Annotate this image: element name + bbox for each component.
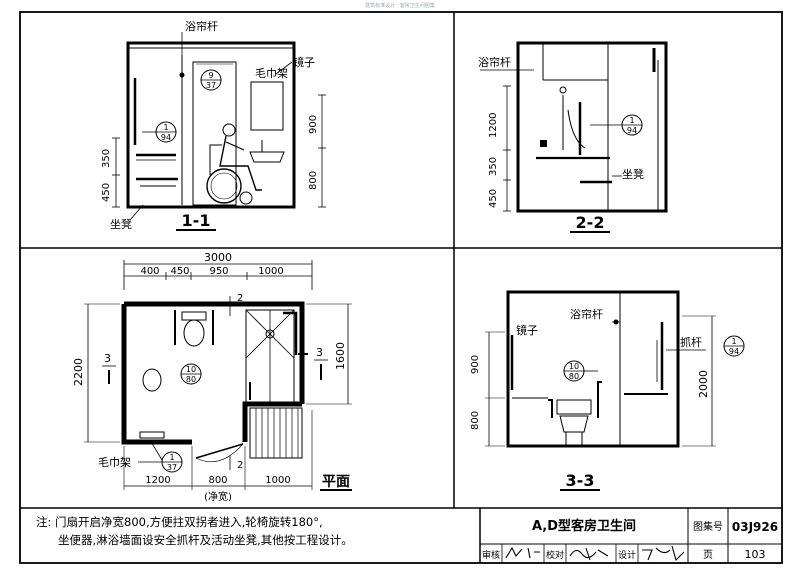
note-line-2: 坐便器,淋浴墙面设安全抓杆及活动坐凳,其他按工程设计。 xyxy=(58,533,353,547)
plan-ref-1-37-num: 1 xyxy=(169,453,174,462)
sheet-frame xyxy=(19,11,783,564)
check-label: 校对 xyxy=(546,549,564,561)
dim-450-1: 450 xyxy=(101,183,112,202)
ref-9-37-den: 37 xyxy=(206,81,216,90)
dim-450-2: 450 xyxy=(488,189,499,208)
dim-900-1: 900 xyxy=(308,115,319,134)
dim-top-400: 400 xyxy=(140,266,159,277)
dim-350-2: 350 xyxy=(488,157,499,176)
plan-ref-1-37-den: 37 xyxy=(167,463,177,472)
mirror-label-1: 镜子 xyxy=(293,55,315,69)
dim-900-3: 900 xyxy=(470,355,481,374)
drawing-title: A,D型客房卫生间 xyxy=(532,518,636,534)
dim-1200-2: 1200 xyxy=(488,113,499,138)
dim-800-3: 800 xyxy=(470,411,481,430)
page-number: 103 xyxy=(745,548,766,561)
dim-350-1: 350 xyxy=(101,149,112,168)
net-width-label: (净宽) xyxy=(204,490,232,503)
plan-view: 3000 400 450 950 1000 2 2 10 80 xyxy=(72,251,352,503)
mirror-label-3: 镜子 xyxy=(516,323,538,337)
dim-top-450: 450 xyxy=(170,266,189,277)
review-label: 审核 xyxy=(482,549,500,561)
note-line-1: 注: 门扇开启净宽800,方便拄双拐者进入,轮椅旋转180°, xyxy=(36,515,323,529)
ref-10-80-num-3: 10 xyxy=(569,362,579,371)
cut-3-left-top: 3 xyxy=(104,352,111,365)
signature-design xyxy=(642,545,685,562)
dim-bottom-1200: 1200 xyxy=(145,475,170,486)
curtain-rod-label-3: 浴帘杆 xyxy=(570,307,603,321)
section-1-1-title: 1-1 xyxy=(182,211,211,230)
dim-top-1000: 1000 xyxy=(258,266,283,277)
section-1-1: 浴帘杆 9 37 毛巾架 镜子 1 94 xyxy=(101,19,326,231)
curtain-rod-label-2: 浴帘杆 xyxy=(478,55,511,69)
ref-10-80-den-3: 80 xyxy=(569,372,579,381)
closet-hatch xyxy=(249,407,303,459)
section-2-2: 浴帘杆 1 94 坐凳 1200 350 450 2-2 xyxy=(478,41,668,233)
dim-800-1: 800 xyxy=(308,171,319,190)
plan-ref-10-80-num: 10 xyxy=(186,365,196,374)
ref-1-94-num-1: 1 xyxy=(163,123,168,132)
ref-1-94-num-2: 1 xyxy=(629,116,634,125)
ref-1-94-den-2: 94 xyxy=(627,126,637,135)
cut-2-bottom: 2 xyxy=(237,460,243,471)
towel-rack-label-plan: 毛巾架 xyxy=(98,455,131,469)
title-block: A,D型客房卫生间 图集号 03J926 审核 校对 设计 页 103 xyxy=(479,508,782,563)
dim-bottom-1000: 1000 xyxy=(265,475,290,486)
atlas-label: 图集号 xyxy=(693,520,723,533)
cut-2-top: 2 xyxy=(237,293,243,304)
grab-bar-label-3: 抓杆 xyxy=(680,335,702,349)
section-2-2-title: 2-2 xyxy=(576,213,605,232)
cut-3-right-top: 3 xyxy=(316,346,323,359)
ref-1-94-den-3: 94 xyxy=(729,347,739,356)
atlas-number: 03J926 xyxy=(732,520,778,534)
towel-rack-label-1: 毛巾架 xyxy=(255,66,288,80)
dim-3000: 3000 xyxy=(204,251,232,264)
watermark-text: 建筑标准设计 · 客房卫生间图集 xyxy=(365,2,435,9)
wheelchair-figure xyxy=(206,123,262,205)
dim-1600: 1600 xyxy=(334,342,347,370)
curtain-rod-label-1: 浴帘杆 xyxy=(185,19,218,33)
ref-9-37-num: 9 xyxy=(208,71,213,80)
ref-1-94-num-3: 1 xyxy=(731,337,736,346)
section-3-3-title: 3-3 xyxy=(566,471,595,490)
plan-ref-10-80-den: 80 xyxy=(186,375,196,384)
signature-check xyxy=(569,547,609,561)
design-label: 设计 xyxy=(618,549,636,561)
section-3-3: 镜子 浴帘杆 10 80 抓杆 1 94 900 800 xyxy=(470,290,745,491)
ref-1-94-den-1: 94 xyxy=(161,133,171,142)
signature-review xyxy=(505,546,540,559)
dim-top-950: 950 xyxy=(209,266,228,277)
dim-bottom-800: 800 xyxy=(208,475,227,486)
stool-label-2: 坐凳 xyxy=(622,167,644,181)
dim-2000-3: 2000 xyxy=(697,370,710,398)
page-label: 页 xyxy=(703,549,713,561)
stool-label-1: 坐凳 xyxy=(110,217,132,231)
plan-title: 平面 xyxy=(322,474,350,490)
dim-2200: 2200 xyxy=(72,358,85,386)
